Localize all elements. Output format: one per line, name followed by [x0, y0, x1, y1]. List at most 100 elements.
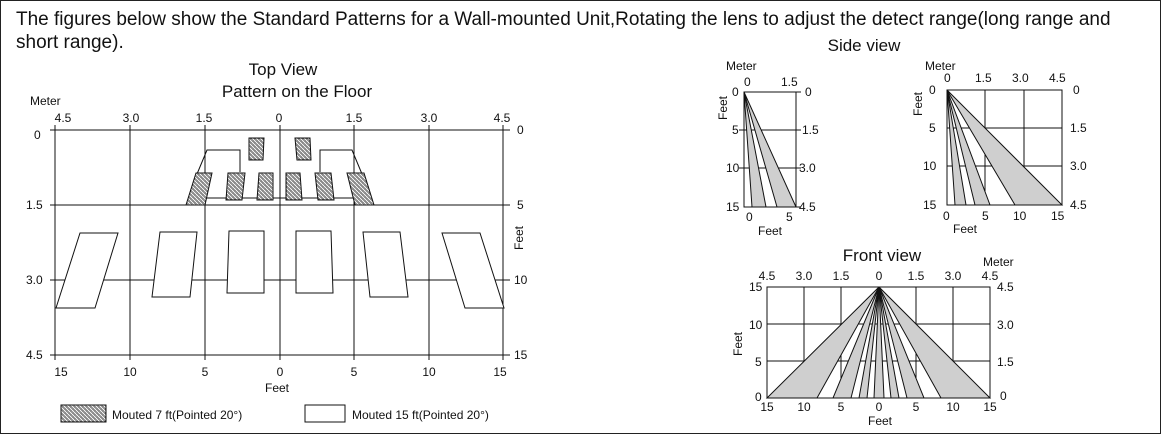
top-view-title: Top View — [249, 60, 318, 79]
top-view-right-tick: 10 — [514, 273, 528, 287]
front-view: Front view Meter 4.5 3.0 1.5 0 1.5 3.0 4… — [731, 246, 1014, 428]
front-view-bottom-tick: 5 — [913, 400, 920, 414]
front-view-top-tick: 4.5 — [982, 269, 999, 283]
side-short-bottom-tick: 0 — [746, 210, 753, 224]
top-view-bottom-tick: 15 — [493, 365, 507, 379]
legend-plain-label: Mouted 15 ft(Pointed 20°) — [352, 408, 489, 422]
front-view-right-tick: 1.5 — [997, 355, 1014, 369]
side-view-long: Meter 0 1.5 3.0 4.5 0 5 10 15 0 1.5 — [911, 59, 1087, 236]
front-view-top-tick: 1.5 — [833, 269, 850, 283]
top-view-feet-right-label: Feet — [512, 225, 526, 250]
caption-text: The figures below show the Standard Patt… — [16, 9, 1111, 53]
side-short-left-tick: 15 — [726, 200, 740, 214]
front-view-top-tick: 3.0 — [945, 269, 962, 283]
side-long-feet-bottom-label: Feet — [953, 222, 978, 236]
side-long-bottom-tick: 0 — [943, 209, 950, 223]
front-view-top-tick: 0 — [876, 269, 883, 283]
side-short-beams — [743, 91, 797, 208]
side-short-feet-bottom-label: Feet — [758, 224, 783, 238]
side-long-top-tick: 1.5 — [975, 71, 992, 85]
side-long-right-tick: 0 — [1073, 83, 1080, 97]
front-view-bottom-tick: 10 — [797, 400, 811, 414]
side-short-meter-label: Meter — [726, 59, 757, 73]
side-long-right-tick: 4.5 — [1070, 198, 1087, 212]
side-short-right-tick: 4.5 — [799, 200, 816, 214]
top-view-right-tick: 15 — [514, 348, 528, 362]
top-view-top-tick: 4.5 — [494, 111, 511, 125]
top-view-top-tick: 3.0 — [421, 111, 438, 125]
side-long-right-tick: 1.5 — [1070, 121, 1087, 135]
front-view-top-tick: 1.5 — [908, 269, 925, 283]
top-view: Top View Pattern on the Floor Meter — [26, 60, 528, 395]
top-view-top-tick: 1.5 — [196, 111, 213, 125]
side-short-bottom-tick: 5 — [786, 210, 793, 224]
top-view-meter-label: Meter — [30, 94, 61, 108]
legend-plain-swatch — [304, 404, 346, 423]
top-view-right-tick: 5 — [517, 198, 524, 212]
side-view: Side view Meter 0 1.5 0 5 10 15 0 1 — [716, 36, 1087, 238]
top-view-bottom-tick: 0 — [277, 365, 284, 379]
side-short-right-tick: 0 — [805, 85, 812, 99]
front-view-top-tick: 3.0 — [796, 269, 813, 283]
top-view-bottom-tick: 5 — [351, 365, 358, 379]
front-view-title: Front view — [843, 246, 922, 265]
side-long-top-tick: 4.5 — [1049, 71, 1066, 85]
front-view-top-tick: 4.5 — [759, 269, 776, 283]
front-view-right-tick: 0 — [1000, 389, 1007, 403]
top-view-hatched-zones — [185, 137, 375, 206]
side-long-bottom-tick: 15 — [1051, 209, 1065, 223]
front-view-left-tick: 5 — [755, 355, 762, 369]
top-view-subtitle: Pattern on the Floor — [222, 82, 373, 101]
legend-hatched-swatch — [60, 404, 107, 423]
top-view-left-tick: 3.0 — [26, 273, 43, 287]
top-view-top-tick: 4.5 — [55, 111, 72, 125]
front-view-bottom-tick: 5 — [838, 400, 845, 414]
front-view-left-tick: 0 — [755, 390, 762, 404]
front-view-bottom-tick: 0 — [876, 400, 883, 414]
top-view-left-tick: 0 — [34, 128, 41, 142]
side-long-top-tick: 3.0 — [1012, 71, 1029, 85]
front-view-bottom-tick: 15 — [983, 400, 997, 414]
front-view-feet-vertical-label: Feet — [731, 331, 745, 356]
top-view-grid — [50, 125, 510, 360]
side-long-left-tick: 5 — [929, 121, 936, 135]
side-long-left-tick: 10 — [923, 159, 937, 173]
top-view-bottom-tick: 15 — [54, 365, 68, 379]
front-view-right-tick: 4.5 — [997, 280, 1014, 294]
side-long-left-tick: 0 — [929, 83, 936, 97]
legend-hatched-label: Mouted 7 ft(Pointed 20°) — [112, 408, 242, 422]
front-view-right-tick: 3.0 — [997, 318, 1014, 332]
top-view-bottom-tick: 10 — [422, 365, 436, 379]
top-view-top-tick: 0 — [276, 111, 283, 125]
top-view-top-tick: 1.5 — [346, 111, 363, 125]
side-long-left-tick: 15 — [923, 198, 937, 212]
side-view-short: Meter 0 1.5 0 5 10 15 0 1.5 3.0 4.5 — [716, 59, 819, 238]
side-view-title: Side view — [828, 36, 901, 55]
front-view-bottom-tick: 10 — [946, 400, 960, 414]
side-long-beams — [946, 89, 1064, 206]
side-long-bottom-tick: 10 — [1013, 209, 1027, 223]
front-view-feet-bottom-label: Feet — [868, 414, 893, 428]
side-short-right-tick: 1.5 — [802, 123, 819, 137]
side-long-bottom-tick: 5 — [982, 209, 989, 223]
side-short-left-tick: 0 — [732, 85, 739, 99]
side-short-left-tick: 10 — [726, 161, 740, 175]
legend: Mouted 7 ft(Pointed 20°) Mouted 15 ft(Po… — [60, 404, 489, 423]
top-view-left-tick: 1.5 — [26, 198, 43, 212]
top-view-right-tick: 0 — [517, 123, 524, 137]
side-short-left-tick: 5 — [732, 123, 739, 137]
side-long-meter-label: Meter — [925, 59, 956, 73]
front-view-left-tick: 15 — [749, 280, 763, 294]
side-long-top-tick: 0 — [944, 71, 951, 85]
top-view-feet-bottom-label: Feet — [265, 381, 290, 395]
top-view-bottom-tick: 5 — [202, 365, 209, 379]
front-view-meter-label: Meter — [983, 255, 1014, 269]
side-long-feet-vertical-label: Feet — [911, 91, 925, 116]
side-short-feet-vertical-label: Feet — [716, 95, 730, 120]
front-view-beams — [765, 286, 992, 399]
top-view-left-tick: 4.5 — [26, 348, 43, 362]
top-view-top-tick: 3.0 — [123, 111, 140, 125]
top-view-bottom-tick: 10 — [123, 365, 137, 379]
side-short-top-tick: 0 — [744, 75, 751, 89]
